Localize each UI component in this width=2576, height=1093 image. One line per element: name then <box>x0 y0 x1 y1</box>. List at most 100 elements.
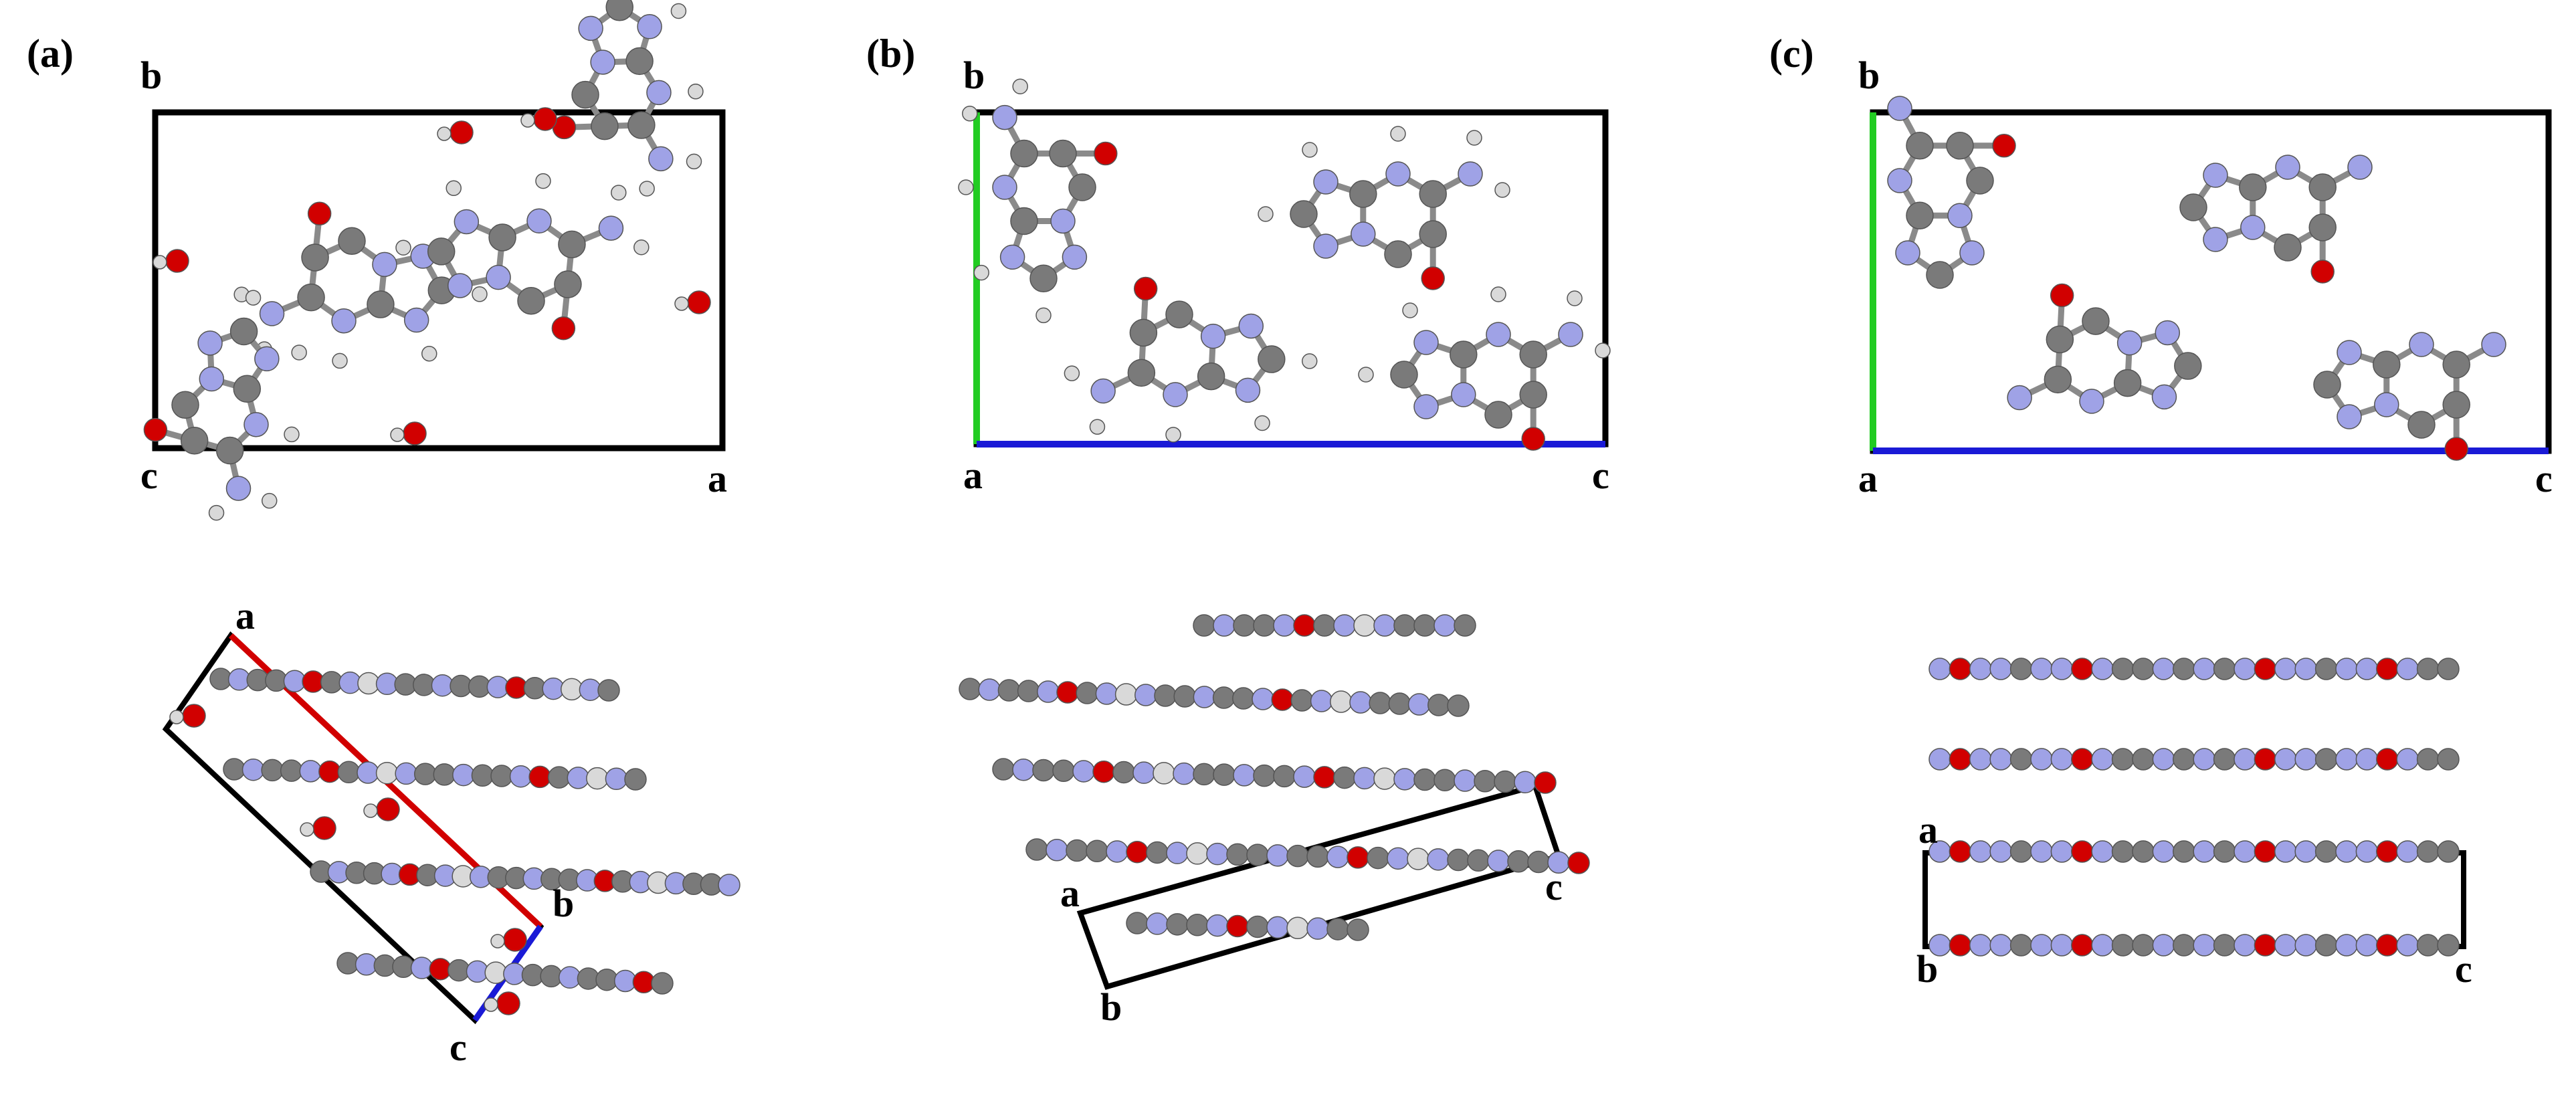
nitrogen-atom <box>1173 762 1195 785</box>
carbon-atom <box>2274 233 2302 262</box>
hydrogen-atom <box>1302 353 1318 369</box>
carbon-atom <box>1186 913 1209 936</box>
hydrogen-atom <box>639 181 655 197</box>
hydrogen-atom <box>962 106 978 122</box>
nitrogen-atom <box>2374 392 2399 417</box>
oxygen-atom <box>1094 141 1118 166</box>
nitrogen-atom <box>2152 748 2175 771</box>
oxygen-atom <box>2254 934 2277 957</box>
nitrogen-atom <box>331 308 357 334</box>
carbon-atom <box>2132 748 2155 771</box>
hydrogen-atom <box>1089 419 1106 435</box>
carbon-atom <box>301 243 329 272</box>
nitrogen-atom <box>1293 765 1316 788</box>
carbon-atom <box>2314 658 2338 680</box>
nitrogen-atom <box>590 49 615 75</box>
carbon-atom <box>571 80 599 109</box>
nitrogen-atom <box>2355 748 2379 771</box>
hydrogen-atom <box>363 803 378 818</box>
carbon-atom <box>1246 915 1269 938</box>
carbon-atom <box>413 763 437 785</box>
nitrogen-atom <box>2355 934 2379 957</box>
unit-cell-c-side <box>1922 850 2466 949</box>
axis-label-a: a <box>708 457 727 500</box>
molecules-a-top <box>143 0 711 521</box>
carbon-atom <box>1246 843 1269 866</box>
oxygen-atom <box>533 107 557 131</box>
carbon-atom <box>2111 658 2135 680</box>
carbon-atom <box>367 290 395 318</box>
carbon-atom <box>1253 614 1276 637</box>
nitrogen-atom <box>1266 916 1289 939</box>
hydrogen-atom <box>445 180 462 197</box>
oxygen-atom <box>318 760 341 783</box>
oxygen-atom <box>2071 934 2094 957</box>
oxygen-atom <box>2050 283 2074 308</box>
nitrogen-atom <box>1046 838 1068 862</box>
carbon-atom <box>1906 132 1934 160</box>
carbon-atom <box>488 223 516 252</box>
nitrogen-atom <box>1433 614 1456 637</box>
carbon-atom <box>1393 614 1416 637</box>
oxygen-atom <box>450 120 474 144</box>
carbon-atom <box>2213 934 2236 957</box>
nitrogen-atom <box>447 273 473 298</box>
nitrogen-atom <box>2396 840 2419 863</box>
nitrogen-atom <box>992 175 1017 200</box>
carbon-atom <box>1290 689 1314 712</box>
nitrogen-atom <box>1959 240 1985 266</box>
carbon-atom <box>1926 261 1954 289</box>
axis-label-c: c <box>1592 454 1609 497</box>
nitrogen-atom <box>1969 658 1992 680</box>
carbon-atom <box>2416 934 2440 957</box>
oxygen-atom <box>496 991 520 1015</box>
hydrogen-atom <box>169 710 184 724</box>
nitrogen-atom <box>1134 684 1157 706</box>
carbon-atom <box>1017 680 1040 702</box>
carbon-atom <box>1232 687 1255 710</box>
nitrogen-atom <box>1106 840 1128 863</box>
nitrogen-atom <box>2335 840 2358 863</box>
nitrogen-atom <box>1306 917 1329 940</box>
unit-cell-b-side <box>1076 783 1563 990</box>
axis-label-c: c <box>450 1025 467 1069</box>
nitrogen-atom <box>1487 850 1510 872</box>
nitrogen-atom <box>241 758 265 781</box>
carbon-atom <box>1433 769 1456 792</box>
nitrogen-atom <box>2355 658 2379 680</box>
nitrogen-atom <box>637 14 662 39</box>
nitrogen-atom <box>254 346 280 372</box>
oxygen-atom <box>376 797 400 821</box>
nitrogen-atom <box>403 307 429 333</box>
axis-label-a: a <box>1060 872 1080 915</box>
nitrogen-atom <box>2294 658 2317 680</box>
carbon-atom <box>1029 264 1058 293</box>
nitrogen-atom <box>2155 320 2181 346</box>
nitrogen-atom <box>1200 323 1226 349</box>
oxygen-atom <box>551 316 576 340</box>
nitrogen-atom <box>1928 748 1951 771</box>
hydrogen-atom <box>1114 683 1138 706</box>
nitrogen-atom <box>526 208 552 234</box>
carbon-atom <box>1173 685 1196 708</box>
nitrogen-atom <box>1252 688 1274 710</box>
carbon-atom <box>1193 614 1215 637</box>
hydrogen-atom <box>633 239 650 256</box>
carbon-atom <box>1447 848 1470 872</box>
nitrogen-atom <box>1193 686 1216 708</box>
nitrogen-atom <box>197 330 223 356</box>
carbon-atom <box>2308 213 2337 241</box>
carbon-atom <box>2416 748 2440 771</box>
nitrogen-atom <box>1887 168 1912 193</box>
nitrogen-atom <box>1385 161 1411 187</box>
nitrogen-atom <box>2335 748 2358 771</box>
carbon-atom <box>2009 748 2033 771</box>
carbon-atom <box>2313 371 2341 399</box>
carbon-atom <box>180 427 209 455</box>
carbon-atom <box>1066 839 1088 862</box>
molecules-c-top <box>1887 96 2506 461</box>
carbon-atom <box>1226 843 1249 866</box>
nitrogen-atom <box>2152 840 2175 863</box>
nitrogen-atom <box>1969 840 1992 863</box>
carbon-atom <box>2437 748 2460 771</box>
